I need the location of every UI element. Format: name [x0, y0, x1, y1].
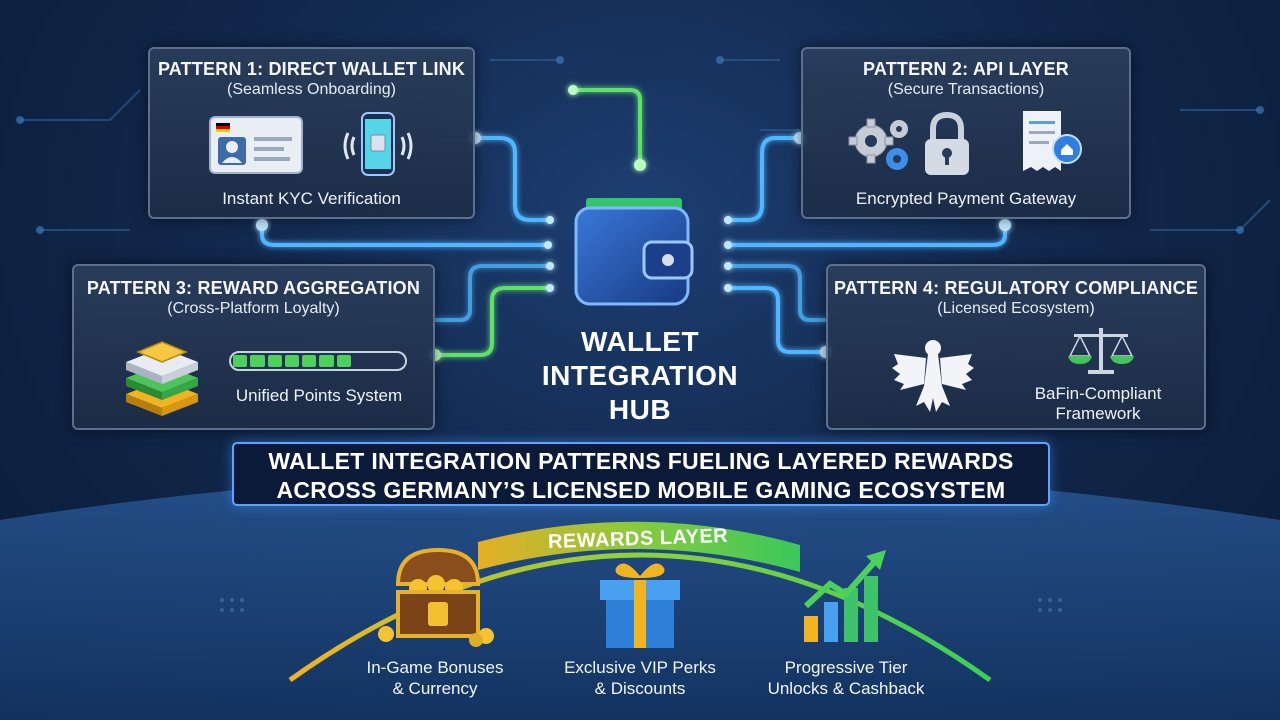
reward-item-2-line2: & Discounts — [594, 679, 686, 698]
progress-segment — [250, 355, 265, 367]
reward-item-1-caption: In-Game Bonuses & Currency — [335, 657, 535, 699]
treasure-chest-icon — [378, 547, 494, 647]
progress-segment — [336, 355, 352, 367]
reward-item-3-caption: Progressive Tier Unlocks & Cashback — [746, 657, 946, 699]
pattern-1-subtitle: (Seamless Onboarding) — [227, 81, 396, 98]
progress-segment — [319, 355, 334, 367]
hub-title: WALLET INTEGRATION HUB — [520, 325, 760, 427]
banner-line1: WALLET INTEGRATION PATTERNS FUELING LAYE… — [268, 448, 1014, 474]
gift-box-icon — [600, 563, 680, 648]
reward-item-3-line1: Progressive Tier — [784, 658, 908, 677]
progress-segment — [302, 355, 317, 367]
pattern-2-title: PATTERN 2: API LAYER — [862, 59, 1070, 79]
padlock-icon — [925, 111, 969, 175]
headline-banner: WALLET INTEGRATION PATTERNS FUELING LAYE… — [232, 442, 1050, 506]
gears-icon — [848, 118, 908, 170]
pattern-1-panel: PATTERN 1: DIRECT WALLET LINK (Seamless … — [148, 47, 475, 219]
hub-title-line1: WALLET — [580, 326, 700, 357]
pattern-3-title: PATTERN 3: REWARD AGGREGATION — [86, 278, 421, 298]
pattern-4-caption-line2: Framework — [1055, 404, 1141, 423]
progress-segment — [371, 355, 385, 367]
nfc-phone-icon — [343, 112, 413, 176]
reward-item-2-caption: Exclusive VIP Perks & Discounts — [540, 657, 740, 699]
pattern-3-panel: PATTERN 3: REWARD AGGREGATION (Cross-Pla… — [72, 264, 435, 430]
pattern-4-title: PATTERN 4: REGULATORY COMPLIANCE — [833, 278, 1199, 298]
reward-item-2-line1: Exclusive VIP Perks — [564, 658, 716, 677]
pattern-3-caption: Unified Points System — [235, 386, 403, 405]
pattern-3-subtitle: (Cross-Platform Loyalty) — [167, 300, 340, 317]
stacked-layers-icon — [126, 341, 198, 416]
wallet-icon — [574, 198, 694, 306]
progress-segment — [267, 355, 282, 367]
pattern-2-panel: PATTERN 2: API LAYER (Secure Transaction… — [801, 47, 1131, 219]
progress-segment — [233, 355, 248, 367]
hub-title-line3: HUB — [608, 394, 672, 425]
scales-of-justice-icon — [1068, 328, 1134, 374]
pattern-4-caption-line1: BaFin-Compliant — [1034, 384, 1162, 403]
pattern-2-caption: Encrypted Payment Gateway — [855, 189, 1077, 208]
reward-item-1-line2: & Currency — [392, 679, 478, 698]
pattern-4-panel: PATTERN 4: REGULATORY COMPLIANCE (Licens… — [826, 264, 1206, 430]
pattern-4-caption: BaFin-Compliant Framework — [1018, 384, 1178, 424]
reward-item-1-line1: In-Game Bonuses — [366, 658, 504, 677]
eagle-emblem-icon — [892, 340, 974, 412]
id-card-icon — [209, 116, 303, 174]
pattern-1-title: PATTERN 1: DIRECT WALLET LINK — [157, 59, 466, 79]
progress-segment — [389, 355, 403, 367]
reward-item-3-line2: Unlocks & Cashback — [767, 679, 925, 698]
progress-segment — [354, 355, 368, 367]
receipt-shield-icon — [1023, 111, 1082, 171]
hub-title-line2: INTEGRATION — [541, 360, 739, 391]
pattern-4-subtitle: (Licensed Ecosystem) — [937, 300, 1095, 317]
progress-segment — [284, 355, 300, 367]
pattern-2-subtitle: (Secure Transactions) — [887, 81, 1045, 98]
points-progress-bar — [229, 351, 407, 371]
growth-chart-icon — [803, 550, 886, 642]
pattern-1-caption: Instant KYC Verification — [222, 189, 401, 208]
banner-line2: ACROSS GERMANY’S LICENSED MOBILE GAMING … — [276, 477, 1006, 503]
